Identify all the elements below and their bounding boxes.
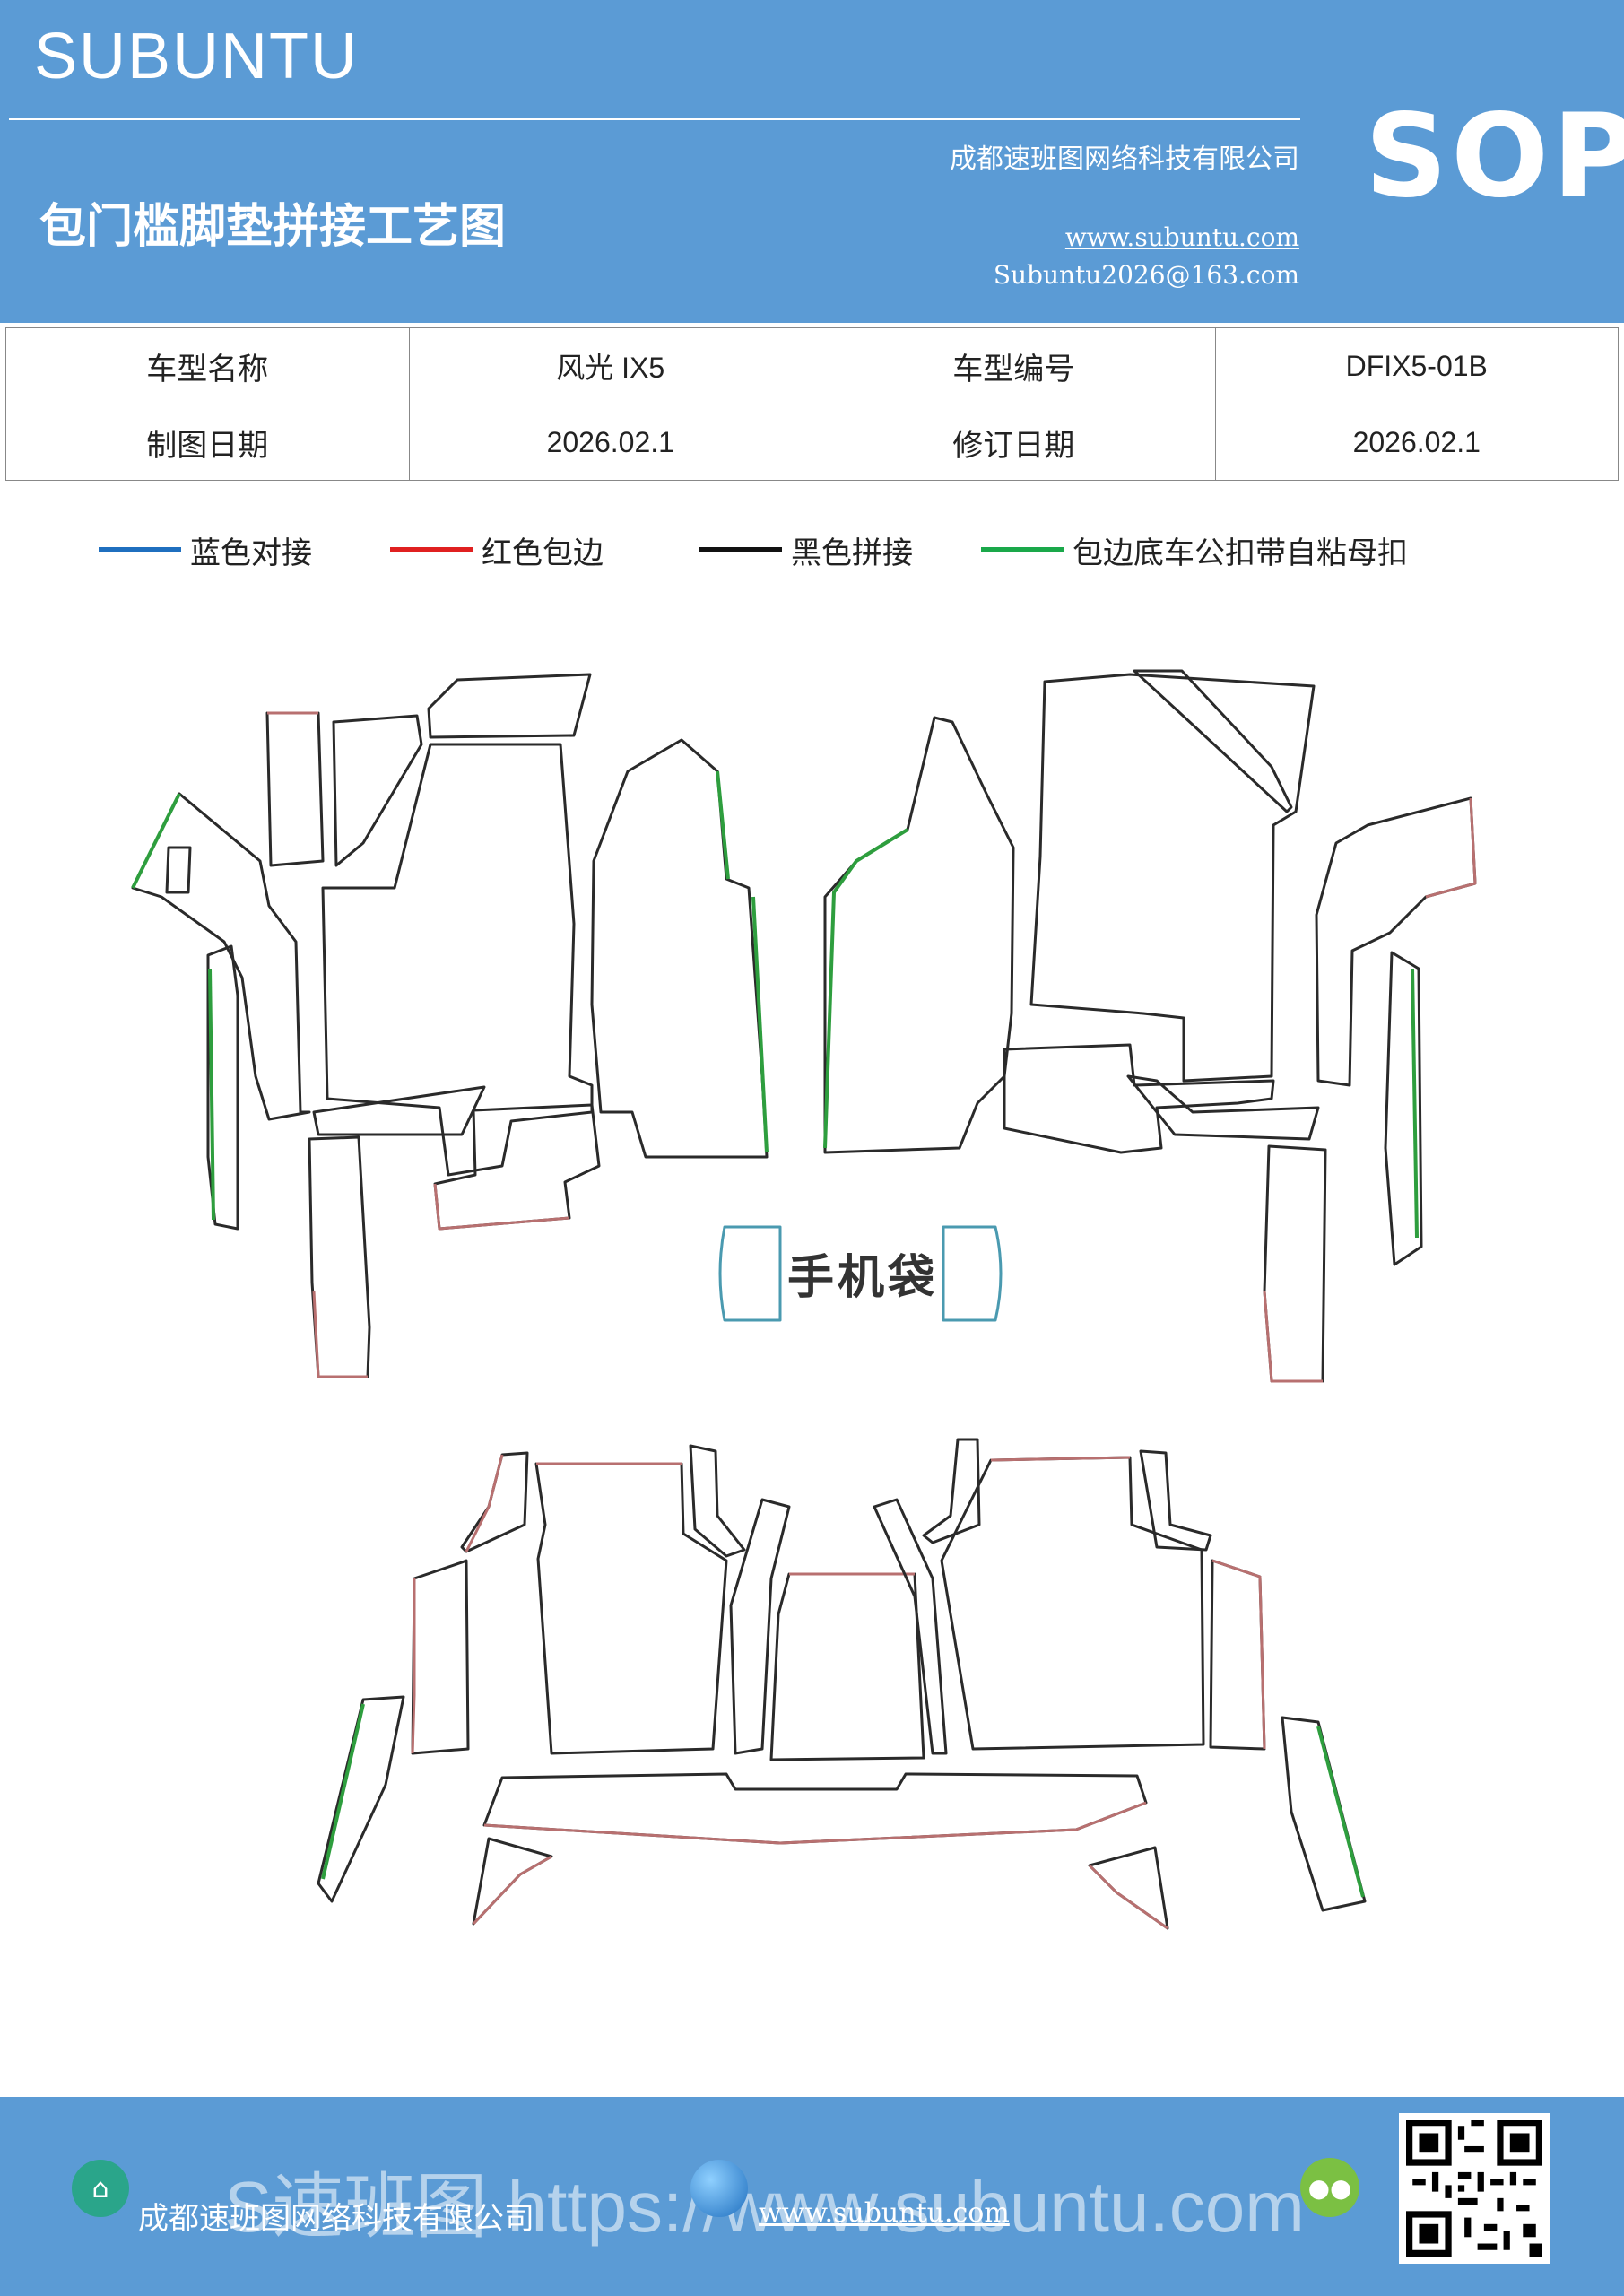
mat-piece [1315,796,1477,1087]
footer-banner: ⌂ S速班图 https://www.subuntu.com 成都速班图网络科技… [0,2097,1624,2296]
red-edge [465,1454,504,1552]
email-address[interactable]: Subuntu2026@163.com [993,260,1299,290]
mat-piece [1384,951,1423,1266]
mat-piece [940,1456,1205,1751]
red-edge [1088,1864,1168,1930]
mat-piece [1003,1043,1275,1154]
drawing-date-label: 制图日期 [5,404,410,481]
phone-bag-right [942,1225,1003,1322]
red-edge [1263,1291,1323,1383]
mat-piece [308,1135,371,1378]
legend-item-blue: 蓝色对接 [99,529,312,571]
mat-piece [411,1559,470,1755]
legend-swatch [699,547,782,552]
mat-piece [1139,1449,1212,1552]
green-edge [716,770,730,880]
mat-piece [1088,1846,1169,1930]
mat-piece [823,716,1015,1154]
model-code-value: DFIX5-01B [1214,327,1619,404]
red-edge [1425,797,1477,899]
model-code-label: 车型编号 [812,327,1216,404]
mat-piece [1281,1716,1367,1912]
mat-piece [1263,1144,1327,1383]
green-edge [131,793,181,889]
phone-bag-left [718,1225,782,1322]
mat-piece [265,711,325,867]
mat-piece [206,944,239,1231]
footer-company-name: 成都速班图网络科技有限公司 [138,2201,534,2237]
mat-piece [427,673,592,739]
red-edge [411,1578,416,1754]
qr-code-icon [1406,2120,1542,2257]
mat-piece [769,1572,925,1761]
mat-piece [482,1772,1148,1845]
mat-piece [131,792,311,1121]
green-edge [1316,1726,1365,1898]
red-edge [433,1183,570,1231]
mat-piece [590,738,769,1159]
website-link[interactable]: www.subuntu.com [1064,222,1299,252]
legend-label: 蓝色对接 [190,535,312,571]
legend-item-red: 红色包边 [390,529,604,571]
mat-piece [433,1103,601,1231]
legend-label: 黑色拼接 [791,535,913,571]
brand-logo-text: SUBUNTU [34,21,360,92]
mat-piece [1133,669,1293,813]
red-edge [990,1456,1131,1462]
legend-label: 包边底车公扣带自粘母扣 [1073,535,1408,571]
footer-website-link[interactable]: www.subuntu.com [759,2197,1010,2229]
red-edge [483,1801,1147,1845]
mat-piece [312,1085,486,1136]
red-edge [312,1291,368,1378]
header-divider [9,118,1300,120]
mat-piece [460,1451,529,1553]
green-edge [751,896,769,1153]
mat-piece [1209,1559,1266,1751]
green-edge [321,1703,365,1880]
drawing-date-value: 2026.02.1 [408,404,812,481]
mat-piece [922,1438,981,1544]
legend-item-black: 黑色拼接 [699,529,913,571]
sop-label: SOP [1365,90,1624,223]
footer-watermark: S速班图 https://www.subuntu.com [224,2167,1305,2247]
green-edge [208,968,215,1221]
red-edge [1211,1559,1266,1750]
revision-date-value: 2026.02.1 [1214,404,1619,481]
mat-piece [1126,1074,1320,1141]
legend-swatch [99,547,181,552]
mat-piece [689,1444,746,1558]
revision-date-label: 修订日期 [812,404,1216,481]
model-name-value: 风光 IX5 [408,327,812,404]
floor-mat-diagram [131,669,1477,1930]
table-row: 制图日期 2026.02.1 修订日期 2026.02.1 [5,404,1619,481]
building-icon: ⌂ [72,2160,129,2217]
phone-bag-label: 手机袋 [787,1251,939,1305]
legend-label: 红色包边 [482,535,604,571]
mat-piece [317,1695,405,1903]
mat-piece [165,846,192,894]
mat-piece [1029,673,1316,1083]
document-title: 包门槛脚垫拼接工艺图 [39,200,507,254]
wechat-icon: ●● [1300,2158,1359,2217]
mat-piece [534,1462,728,1755]
globe-icon [690,2160,748,2217]
green-edge [1411,968,1419,1239]
mat-piece [321,743,594,1177]
qr-code-image[interactable] [1399,2113,1550,2264]
mat-piece [332,714,423,867]
legend-swatch [390,547,473,552]
legend-item-green: 包边底车公扣带自粘母扣 [981,529,1408,571]
company-name: 成都速班图网络科技有限公司 [950,144,1299,175]
mat-piece [729,1498,791,1755]
table-row: 车型名称 风光 IX5 车型编号 DFIX5-01B [5,327,1619,404]
header-banner: SUBUNTU 包门槛脚垫拼接工艺图 成都速班图网络科技有限公司 www.sub… [0,0,1624,323]
mat-piece [873,1498,948,1755]
legend-swatch [981,547,1064,552]
vehicle-info-table: 车型名称 风光 IX5 车型编号 DFIX5-01B 制图日期 2026.02.… [5,327,1619,481]
model-name-label: 车型名称 [5,327,410,404]
green-edge [823,828,909,1149]
red-edge [472,1855,552,1926]
